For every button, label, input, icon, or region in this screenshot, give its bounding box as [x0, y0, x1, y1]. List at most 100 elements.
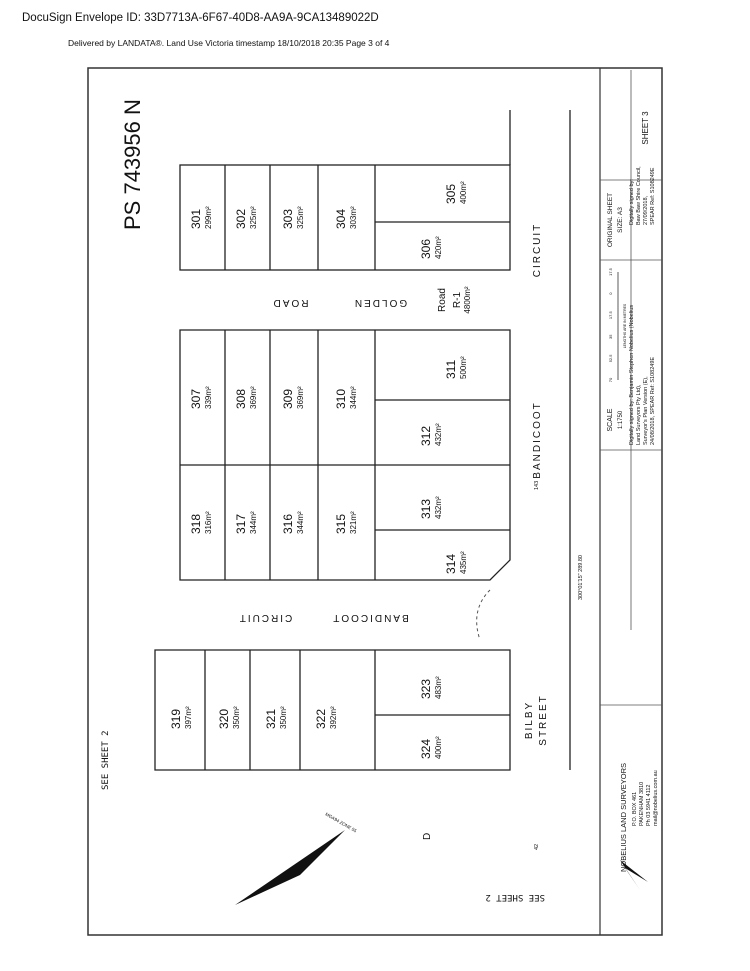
- firm-logo-arrow-icon: [620, 860, 648, 890]
- lot-area: 350m²: [279, 706, 288, 729]
- surveyor-signature: Digitally signed by: Benjamin Stephen No…: [629, 305, 656, 445]
- lot-area: 400m²: [459, 181, 468, 204]
- street-bandicoot-circuit-west: CIRCUIT: [238, 612, 293, 623]
- lot-number: 304: [334, 209, 348, 229]
- lot-area: 350m²: [232, 706, 241, 729]
- street-golden-road: ROAD: [272, 297, 309, 308]
- lot-area: 392m²: [329, 706, 338, 729]
- lot-area: 344m²: [349, 386, 358, 409]
- scale-tick-label: 35: [608, 334, 613, 339]
- svg-text:NOBELIUS LAND SURVEYORS: NOBELIUS LAND SURVEYORS: [619, 763, 628, 872]
- svg-text:24/08/2018, SPEAR Ref: S108249: 24/08/2018, SPEAR Ref: S108249E: [650, 357, 656, 445]
- scale-tick-label: 17.5: [608, 267, 613, 276]
- lot-number: 319: [169, 709, 183, 729]
- svg-text:P.O. BOX 461: P.O. BOX 461: [632, 792, 638, 826]
- parcel-d-label: D: [422, 833, 433, 840]
- lot-area: 500m²: [459, 356, 468, 379]
- lot-number: 303: [281, 209, 295, 229]
- street-bandicoot-circuit-east: BANDICOOT: [532, 401, 543, 478]
- lot-area: 325m²: [296, 206, 305, 229]
- lot-number: 302: [234, 209, 248, 229]
- parcel-boundaries: [154, 110, 571, 771]
- road-r1: Road: [437, 288, 448, 312]
- lot-area: 339m²: [204, 386, 213, 409]
- svg-text:Digitally signed by: Benjamin: Digitally signed by: Benjamin Stephen No…: [629, 305, 635, 445]
- lot-area: 316m²: [204, 511, 213, 534]
- curve-arc: [476, 589, 491, 641]
- lot-number: 312: [419, 426, 433, 446]
- svg-text:Digitally signed by:: Digitally signed by:: [629, 179, 635, 225]
- plan-frame: [87, 67, 663, 936]
- lot-area: 420m²: [434, 236, 443, 259]
- lot-number: 311: [444, 360, 458, 379]
- scale-tick-label: 0: [608, 292, 613, 295]
- scale-value: 1:1750: [618, 410, 624, 429]
- lot-area: 369m²: [249, 386, 258, 409]
- mga-zone-label: MGA94 ZONE 55: [325, 812, 358, 834]
- svg-text:mail@nobelius.com.au: mail@nobelius.com.au: [653, 770, 659, 826]
- lot-area: 400m²: [434, 736, 443, 759]
- lot-number: 314: [444, 554, 458, 574]
- lot-area: 344m²: [249, 511, 258, 534]
- scale-tick-label: 17.5: [608, 311, 613, 320]
- lot-area: 432m²: [434, 496, 443, 519]
- lot-area: 344m²: [296, 511, 305, 534]
- svg-text:Land Surveyors Pty Ltd),: Land Surveyors Pty Ltd),: [636, 384, 642, 445]
- lot-number: 316: [281, 514, 295, 534]
- lot-number: 301: [189, 209, 203, 229]
- lot-area: 299m²: [204, 206, 213, 229]
- sheet-number: SHEET 3: [641, 111, 650, 145]
- svg-text:GOLDEN: GOLDEN: [353, 297, 407, 308]
- lot-number: 324: [419, 739, 433, 759]
- plan-number: PS 743956 N: [120, 99, 145, 230]
- scale-label: SCALE: [607, 408, 614, 431]
- lot-number: 321: [264, 709, 278, 729]
- lot-number: 310: [334, 389, 348, 409]
- lot-area: 432m²: [434, 423, 443, 446]
- lot-number: 313: [419, 499, 433, 519]
- see-sheet-2-left[interactable]: SEE SHEET 2: [101, 730, 111, 790]
- street-labels: ROAD GOLDEN Road R-1 4800m² BANDICOOT CI…: [238, 223, 549, 746]
- lot-area: 483m²: [434, 676, 443, 699]
- lot-area: 321m²: [349, 511, 358, 534]
- svg-text:R-1: R-1: [452, 292, 463, 309]
- delivery-stamp: Delivered by LANDATA®. Land Use Victoria…: [68, 38, 390, 48]
- see-sheet-2-bottom[interactable]: SEE SHEET 2: [485, 892, 545, 902]
- council-signature: Digitally signed by: Baw Baw Shire Counc…: [629, 166, 656, 225]
- lot-number: 322: [314, 709, 328, 729]
- svg-text:STREET: STREET: [538, 694, 549, 745]
- lot-area: 325m²: [249, 206, 258, 229]
- svg-text:27/09/2018,: 27/09/2018,: [643, 195, 649, 225]
- lot-number: 307: [189, 389, 203, 409]
- lot-number: 305: [444, 184, 458, 204]
- lot-number: 320: [217, 709, 231, 729]
- lot-number: 315: [334, 514, 348, 534]
- lot-number: 309: [281, 389, 295, 409]
- lot-number: 323: [419, 679, 433, 699]
- dim-42: 42: [534, 844, 540, 850]
- lot-area: 369m²: [296, 386, 305, 409]
- street-bilby: BILBY: [524, 701, 535, 739]
